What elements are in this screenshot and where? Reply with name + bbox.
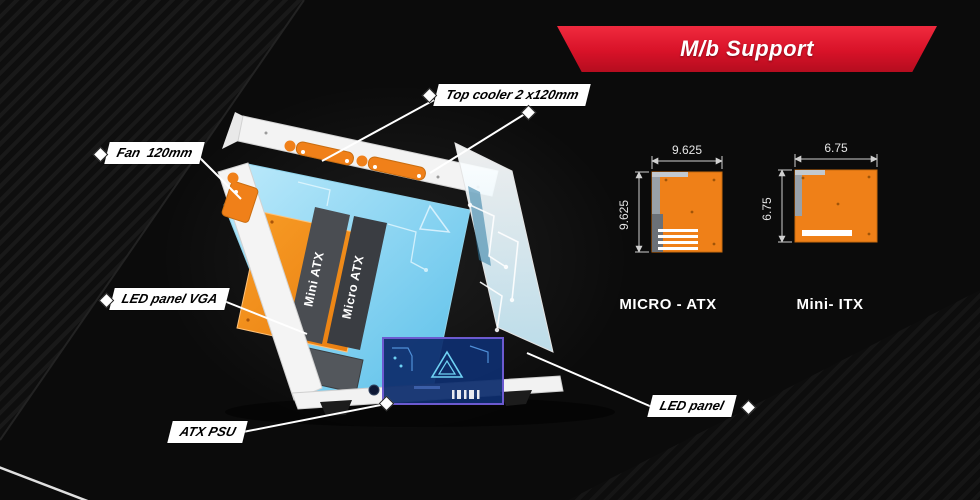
led-vga-pointer	[223, 300, 308, 335]
callout-pointers	[195, 99, 653, 433]
micro-atx-width-dim: 9.625	[672, 143, 702, 157]
micro-atx-dimension-lines	[635, 156, 723, 253]
mb-support-banner: M/b Support	[557, 26, 937, 72]
top-fan-1	[284, 140, 354, 166]
micro-atx-slots	[658, 229, 698, 250]
mini-itx-holes	[801, 175, 871, 236]
micro-atx-name-label: MICRO - ATX	[619, 296, 717, 313]
micro-atx-board	[651, 171, 723, 253]
callout-atx-psu: ATX PSU	[167, 421, 249, 443]
mini-itx-name-label: Mini- ITX	[796, 296, 864, 313]
led-panel-pointer	[526, 352, 653, 408]
mini-itx-height-dim: 6.75	[760, 197, 774, 221]
callout-led-panel: LED panel	[647, 395, 737, 417]
mini-itx-io-strip	[795, 170, 802, 216]
tray-triangle-logo-icon	[418, 204, 451, 233]
led-panel-front	[382, 337, 504, 405]
foot-right	[500, 390, 532, 406]
atx-psu-pointer	[242, 403, 387, 433]
micro-atx-height-dim: 9.625	[617, 200, 631, 230]
led-triangle-logo-icon	[430, 350, 464, 378]
micro-atx-io-strip	[652, 172, 660, 252]
micro-atx-holes	[664, 178, 716, 246]
front-fan	[221, 181, 259, 223]
led-panel-barcode	[452, 390, 480, 399]
case-illustration: Mini ATX Micro ATX	[160, 83, 630, 433]
mini-itx-slot	[802, 230, 852, 236]
callout-led-panel-vga: LED panel VGA	[109, 288, 231, 310]
top-cooler-pointer-1	[321, 99, 435, 162]
fan-pointer	[195, 153, 242, 200]
background-edge-line	[0, 0, 305, 441]
corner-accent-line	[0, 466, 89, 500]
mini-itx-dimension-lines	[778, 154, 878, 243]
micro-atx-slab	[327, 216, 387, 350]
power-button	[368, 384, 380, 396]
micro-atx-diagram: 9.625 9.625	[617, 143, 723, 253]
top-cooler-pointer-2	[429, 111, 529, 174]
mini-itx-diagram: 6.75 6.75	[760, 141, 878, 243]
banner-title: M/b Support	[680, 36, 814, 61]
mini-atx-slab	[287, 207, 350, 344]
mini-itx-width-dim: 6.75	[824, 141, 848, 155]
side-panel-circuit	[467, 202, 519, 333]
callout-fan: Fan 120mm	[104, 142, 205, 164]
callout-top-cooler: Top cooler 2 x120mm	[433, 84, 592, 106]
top-fan-2	[356, 155, 426, 181]
tray-circuit-decor	[297, 181, 428, 272]
front-fan-knob	[227, 172, 239, 184]
